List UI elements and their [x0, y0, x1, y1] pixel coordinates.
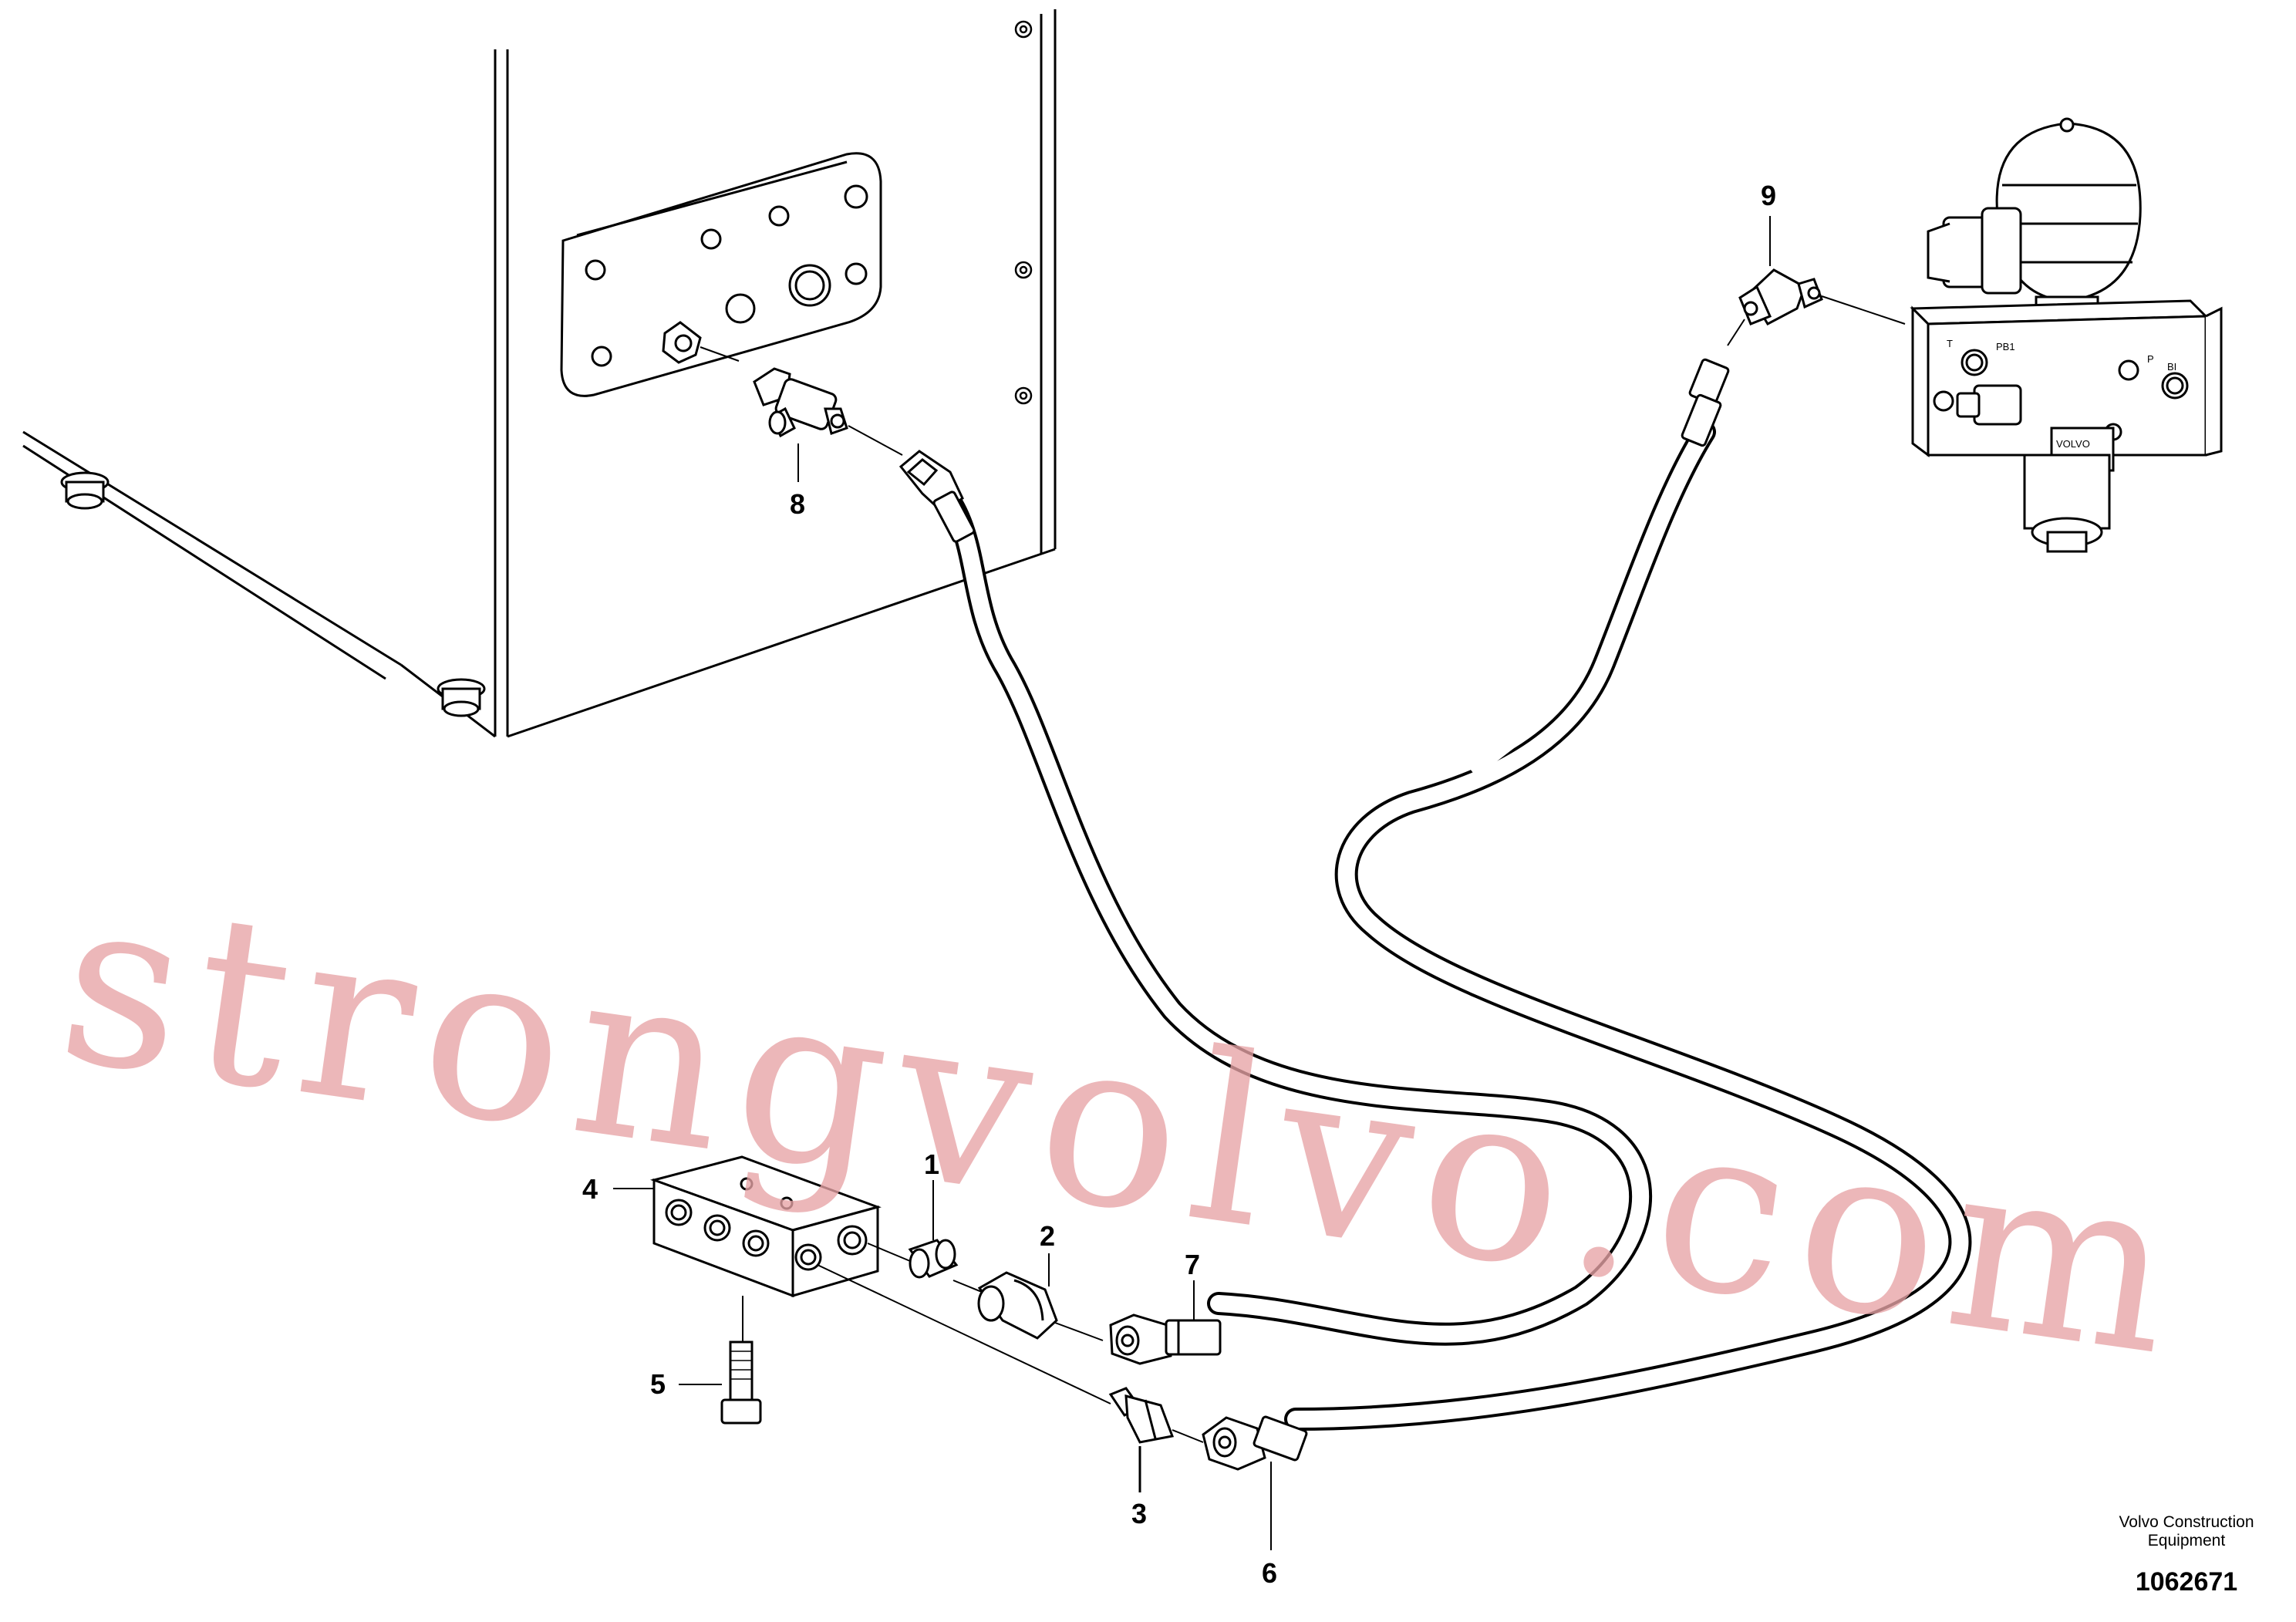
hose-end-6: [1202, 1415, 1308, 1550]
cabinet: [22, 9, 1057, 738]
mounting-plate: [560, 152, 882, 397]
hose-left: [933, 482, 1652, 1346]
callout-9: 9: [1761, 180, 1776, 211]
valve-port-bi-label: BI: [2167, 361, 2176, 373]
valve-brand-label: VOLVO: [2056, 438, 2090, 450]
callout-4: 4: [582, 1173, 598, 1205]
valve-port-t-label: T: [1947, 338, 1953, 349]
plate-port-fitting: [662, 321, 740, 364]
callout-1: 1: [924, 1148, 939, 1180]
valve-port-pb1-label: PB1: [1996, 341, 2015, 352]
callout-leaders: [613, 1180, 1195, 1320]
credit-line-2: Equipment: [2148, 1532, 2226, 1549]
nipple-fitting-1: [908, 1239, 959, 1279]
distribution-block-4: [649, 1155, 882, 1298]
tee-fitting-8: [753, 367, 903, 482]
cabinet-bolts: [1014, 20, 1033, 405]
callout-2: 2: [1040, 1220, 1055, 1252]
callout-5: 5: [650, 1368, 666, 1400]
credit-line-1: Volvo Construction: [2119, 1513, 2254, 1531]
hose-right: [1284, 420, 1972, 1431]
valve-port-p-label: P: [2147, 353, 2154, 365]
callout-3: 3: [1131, 1498, 1147, 1529]
hose-end-7: [1109, 1313, 1222, 1365]
bolt-5: [679, 1340, 762, 1425]
document-number: 1062671: [2136, 1567, 2237, 1597]
valve-block: [1910, 117, 2223, 553]
callout-8: 8: [790, 488, 805, 520]
adapter-fitting-3: [1108, 1387, 1175, 1492]
elbow-fitting-9: [1738, 216, 1906, 325]
callout-6: 6: [1262, 1557, 1277, 1589]
hose-left-top-end: [899, 450, 976, 543]
callout-7: 7: [1185, 1249, 1200, 1280]
cabinet-feet: [60, 471, 486, 717]
hose-right-top-end: [1681, 319, 1745, 447]
elbow-fitting-2: [977, 1271, 1058, 1340]
